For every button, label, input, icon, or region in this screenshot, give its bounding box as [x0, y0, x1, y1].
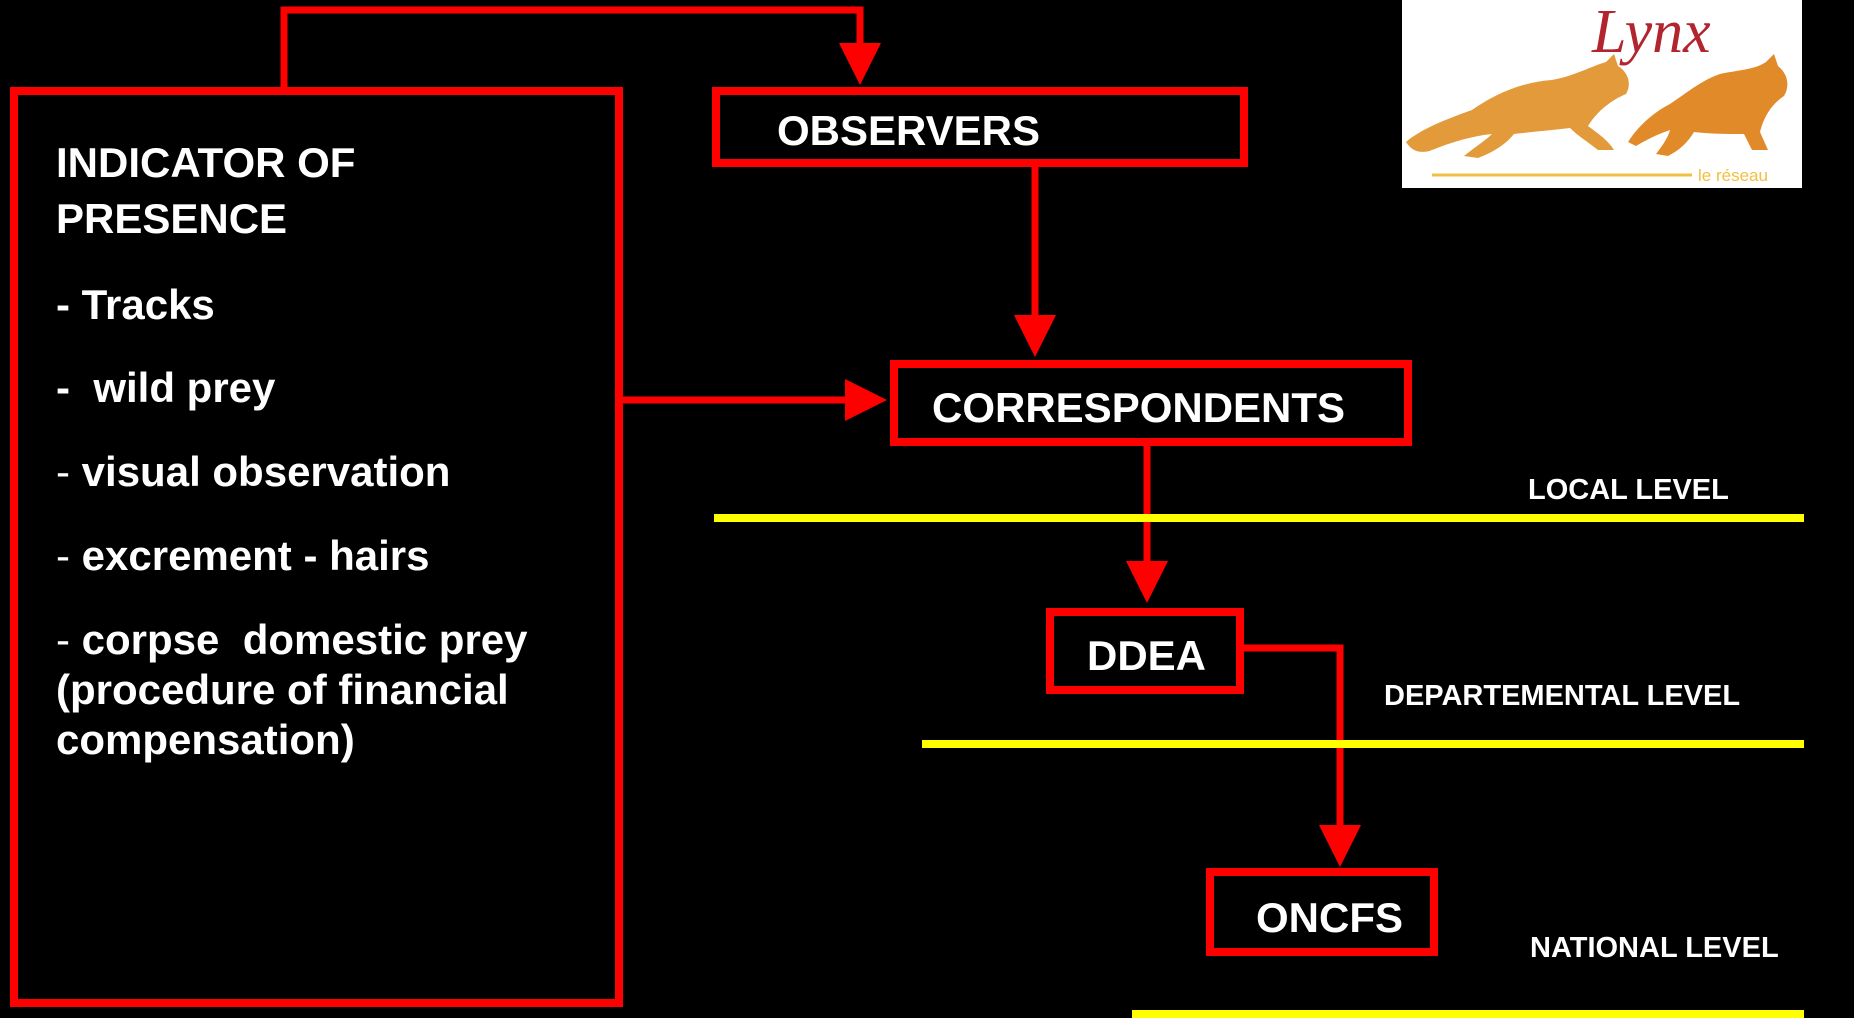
- indicator-of-presence-box: INDICATOR OF PRESENCE - Tracks - wild pr…: [10, 87, 623, 1007]
- arrow-indicator-to-observers: [280, 6, 881, 87]
- level-label-departemental: DEPARTEMENTAL LEVEL: [1384, 680, 1741, 712]
- indicator-item-visual-observation: - visual observation: [56, 447, 596, 497]
- indicator-item-dash: -: [56, 616, 70, 663]
- logo-title: Lynx: [1591, 0, 1711, 66]
- indicator-item-dash: -: [56, 448, 70, 495]
- observers-box: OBSERVERS: [712, 87, 1248, 167]
- level-label-national: NATIONAL LEVEL: [1530, 932, 1779, 964]
- level-line-local: [714, 514, 1804, 522]
- arrow-ddea-to-oncfs: [1243, 644, 1361, 867]
- level-line-national: [1132, 1010, 1804, 1018]
- indicator-continuation-line2: compensation): [56, 716, 355, 763]
- indicator-item-corpse-domestic-prey: - corpse domestic prey: [56, 615, 596, 665]
- indicator-item-dash: -: [56, 281, 70, 328]
- indicator-heading: INDICATOR OF PRESENCE: [56, 135, 476, 247]
- observers-label: OBSERVERS: [777, 107, 1040, 154]
- level-label-local: LOCAL LEVEL: [1528, 474, 1729, 506]
- indicator-heading-line1: INDICATOR OF: [56, 139, 356, 186]
- level-line-departemental: [922, 740, 1804, 748]
- logo-subtitle: le réseau: [1698, 166, 1768, 185]
- indicator-item-text: wild prey: [70, 364, 276, 411]
- indicator-item-text: visual observation: [70, 448, 451, 495]
- indicator-item-text: Tracks: [70, 281, 215, 328]
- correspondents-label: CORRESPONDENTS: [932, 384, 1346, 431]
- indicator-item-wild-prey: - wild prey: [56, 363, 596, 413]
- indicator-item-dash: -: [56, 532, 70, 579]
- lynx-silhouette-left-icon: [1406, 54, 1629, 158]
- indicator-item-text: excrement - hairs: [70, 532, 430, 579]
- indicator-continuation-line1: (procedure of financial: [56, 666, 509, 713]
- indicator-item-text: corpse domestic prey: [70, 616, 528, 663]
- indicator-heading-line2: PRESENCE: [56, 195, 288, 242]
- lynx-logo-graphic: Lynx le réseau: [1406, 0, 1788, 185]
- oncfs-box: ONCFS: [1206, 868, 1438, 956]
- indicator-item-excrement-hairs: - excrement - hairs: [56, 531, 596, 581]
- indicator-item-dash: -: [56, 364, 70, 411]
- ddea-box: DDEA: [1046, 608, 1244, 694]
- ddea-label: DDEA: [1087, 632, 1207, 679]
- correspondents-box: CORRESPONDENTS: [890, 360, 1412, 446]
- indicator-item-tracks: - Tracks: [56, 280, 596, 330]
- lynx-silhouette-right-icon: [1628, 54, 1788, 156]
- oncfs-label: ONCFS: [1256, 894, 1403, 941]
- lynx-network-logo: Lynx le réseau: [1402, 0, 1802, 188]
